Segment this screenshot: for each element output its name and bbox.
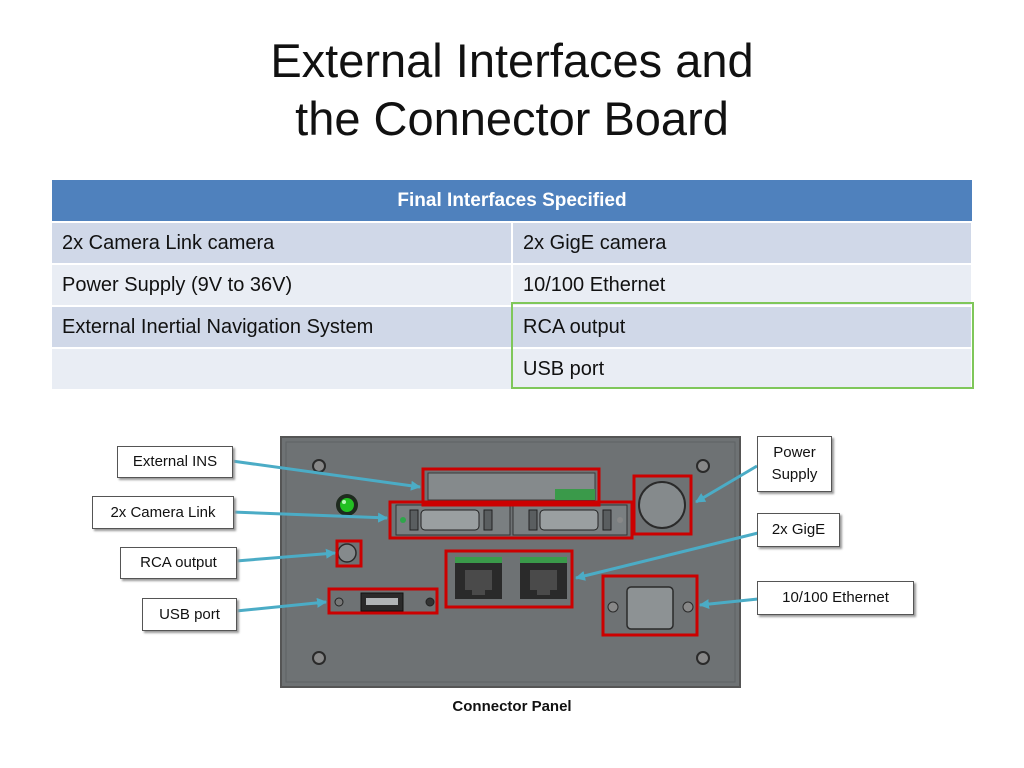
ethernet-port-icon <box>607 586 694 630</box>
table-row: Power Supply (9V to 36V) 10/100 Ethernet <box>52 264 973 307</box>
table-cell: 10/100 Ethernet <box>512 264 973 307</box>
gige-port-icon <box>455 557 502 599</box>
callout-highlights <box>327 467 699 637</box>
table-row: 2x Camera Link camera 2x GigE camera <box>52 222 973 265</box>
highlight-box <box>511 302 974 389</box>
table-cell: External Inertial Navigation System <box>52 306 513 349</box>
table-cell: Power Supply (9V to 36V) <box>52 264 513 307</box>
power-connector-icon <box>638 481 686 529</box>
table-cell: 2x GigE camera <box>512 222 973 265</box>
label-camera-link: 2x Camera Link <box>92 496 234 529</box>
table-cell <box>52 348 513 391</box>
table-row: External Inertial Navigation System RCA … <box>52 306 973 349</box>
label-power-supply: Power Supply <box>757 436 832 492</box>
table-cell: USB port <box>512 348 973 391</box>
interfaces-table: Final Interfaces Specified 2x Camera Lin… <box>52 180 973 391</box>
label-ethernet: 10/100 Ethernet <box>757 581 914 615</box>
label-rca-output: RCA output <box>120 547 237 579</box>
title-line-1: External Interfaces and <box>270 34 754 87</box>
label-gige: 2x GigE <box>757 513 840 547</box>
led-icon <box>336 494 358 516</box>
label-usb-port: USB port <box>142 598 237 631</box>
title-line-2: the Connector Board <box>295 92 729 145</box>
table-cell: RCA output <box>512 306 973 349</box>
rca-jack-icon <box>337 543 357 563</box>
table-header: Final Interfaces Specified <box>52 180 972 223</box>
camera-link-connector-icon <box>395 504 511 536</box>
slide-title: External Interfaces and the Connector Bo… <box>0 32 1024 148</box>
table-header-row: Final Interfaces Specified <box>52 180 972 223</box>
gige-port-icon <box>520 557 567 599</box>
table-cell: 2x Camera Link camera <box>52 222 513 265</box>
table-row: USB port <box>52 348 973 391</box>
camera-link-connector-icon <box>512 504 628 536</box>
label-external-ins: External INS <box>117 446 233 478</box>
pointer-arrows <box>231 459 759 613</box>
diagram-caption: Connector Panel <box>452 698 572 715</box>
usb-port-icon <box>334 592 435 612</box>
screw-icon <box>312 459 710 665</box>
